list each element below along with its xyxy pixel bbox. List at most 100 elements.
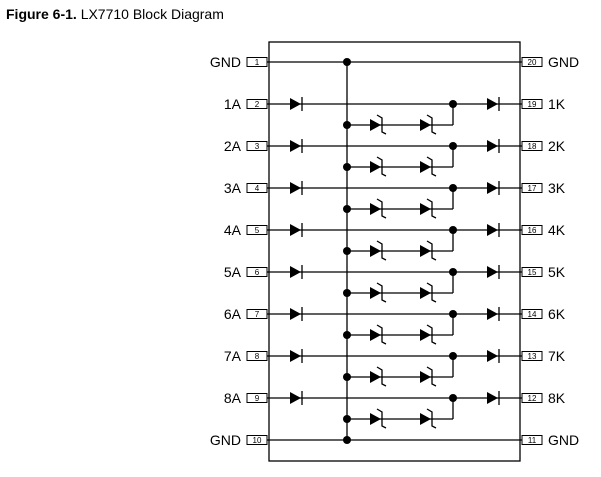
left-diode-8 xyxy=(290,391,303,405)
tvs-diode-b-7 xyxy=(420,366,437,387)
left-pin-8: 87A xyxy=(224,348,268,364)
left-diode-4 xyxy=(290,223,303,237)
pin-number: 6 xyxy=(255,268,260,277)
diode-triangle xyxy=(487,224,498,236)
diode-triangle xyxy=(290,224,301,236)
pin-name: GND xyxy=(548,54,579,70)
pin-name: 8A xyxy=(224,390,242,406)
figure-title: LX7710 Block Diagram xyxy=(80,6,224,22)
figure-label: Figure 6-1. xyxy=(6,6,77,22)
tvs-diode-b-2 xyxy=(420,156,437,177)
zener-bar xyxy=(376,156,387,177)
pin-number: 16 xyxy=(528,226,537,235)
zener-triangle xyxy=(420,371,431,383)
pin-name: 1A xyxy=(224,96,242,112)
pin-number: 5 xyxy=(255,226,260,235)
diode-triangle xyxy=(290,308,301,320)
zener-bar xyxy=(426,408,437,429)
pin-number: 10 xyxy=(253,436,262,445)
package-outline xyxy=(268,41,521,462)
zener-triangle xyxy=(420,287,431,299)
zener-bar xyxy=(376,240,387,261)
tvs-diode-a-5 xyxy=(370,282,387,303)
zener-bar xyxy=(426,282,437,303)
tvs-diode-b-6 xyxy=(420,324,437,345)
pin-name: 3A xyxy=(224,180,242,196)
pin-name: 2K xyxy=(548,138,566,154)
zener-bar xyxy=(426,198,437,219)
right-diode-6 xyxy=(487,307,500,321)
tvs-diode-b-5 xyxy=(420,282,437,303)
pin-name: 6A xyxy=(224,306,242,322)
diode-triangle xyxy=(290,140,301,152)
pin-number: 11 xyxy=(528,436,537,445)
right-diode-1 xyxy=(487,97,500,111)
pin-name: 5A xyxy=(224,264,242,280)
diode-triangle xyxy=(487,350,498,362)
zener-triangle xyxy=(370,161,381,173)
diode-triangle xyxy=(290,98,301,110)
pin-name: 5K xyxy=(548,264,566,280)
junction-dot xyxy=(343,331,351,339)
right-diode-5 xyxy=(487,265,500,279)
pin-name: 4K xyxy=(548,222,566,238)
pin-number: 12 xyxy=(528,394,537,403)
left-pin-7: 7 6A xyxy=(224,306,268,322)
diode-triangle xyxy=(290,266,301,278)
zener-triangle xyxy=(370,371,381,383)
diode-triangle xyxy=(487,98,498,110)
right-diode-2 xyxy=(487,139,500,153)
tvs-diode-a-6 xyxy=(370,324,387,345)
pin-name: 7A xyxy=(224,348,242,364)
junction-dot xyxy=(343,415,351,423)
pin-number: 2 xyxy=(255,100,260,109)
pin-number: 13 xyxy=(528,352,537,361)
left-pin-1: 1 GND xyxy=(210,54,268,70)
zener-triangle xyxy=(370,203,381,215)
tvs-diode-a-8 xyxy=(370,408,387,429)
pin-number: 15 xyxy=(528,268,537,277)
zener-triangle xyxy=(420,161,431,173)
pin-number: 17 xyxy=(528,184,537,193)
zener-triangle xyxy=(420,245,431,257)
tvs-diode-a-1 xyxy=(370,114,387,135)
zener-triangle xyxy=(420,329,431,341)
right-diode-4 xyxy=(487,223,500,237)
diode-triangle xyxy=(487,308,498,320)
zener-triangle xyxy=(370,287,381,299)
diode-triangle xyxy=(290,392,301,404)
left-diode-6 xyxy=(290,307,303,321)
left-pin-4: 43A xyxy=(224,180,268,196)
right-diode-8 xyxy=(487,391,500,405)
right-pin-16: 16 4K xyxy=(521,222,566,238)
zener-triangle xyxy=(370,245,381,257)
pin-name: GND xyxy=(210,54,241,70)
pin-number: 14 xyxy=(528,310,537,319)
diode-triangle xyxy=(290,350,301,362)
pin-number: 3 xyxy=(255,142,260,151)
left-pin-9: 98A xyxy=(224,390,268,406)
tvs-diode-b-3 xyxy=(420,198,437,219)
pin-number: 7 xyxy=(255,310,260,319)
tvs-diode-a-7 xyxy=(370,366,387,387)
right-pin-15: 15 5K xyxy=(521,264,566,280)
junction-dot xyxy=(343,163,351,171)
left-diode-2 xyxy=(290,139,303,153)
zener-bar xyxy=(426,366,437,387)
zener-bar xyxy=(376,198,387,219)
zener-triangle xyxy=(420,203,431,215)
diode-triangle xyxy=(487,392,498,404)
zener-triangle xyxy=(370,413,381,425)
zener-bar xyxy=(376,114,387,135)
zener-bar xyxy=(426,240,437,261)
left-pin-2: 2 1A xyxy=(224,96,268,112)
pin-number: 1 xyxy=(255,58,260,67)
